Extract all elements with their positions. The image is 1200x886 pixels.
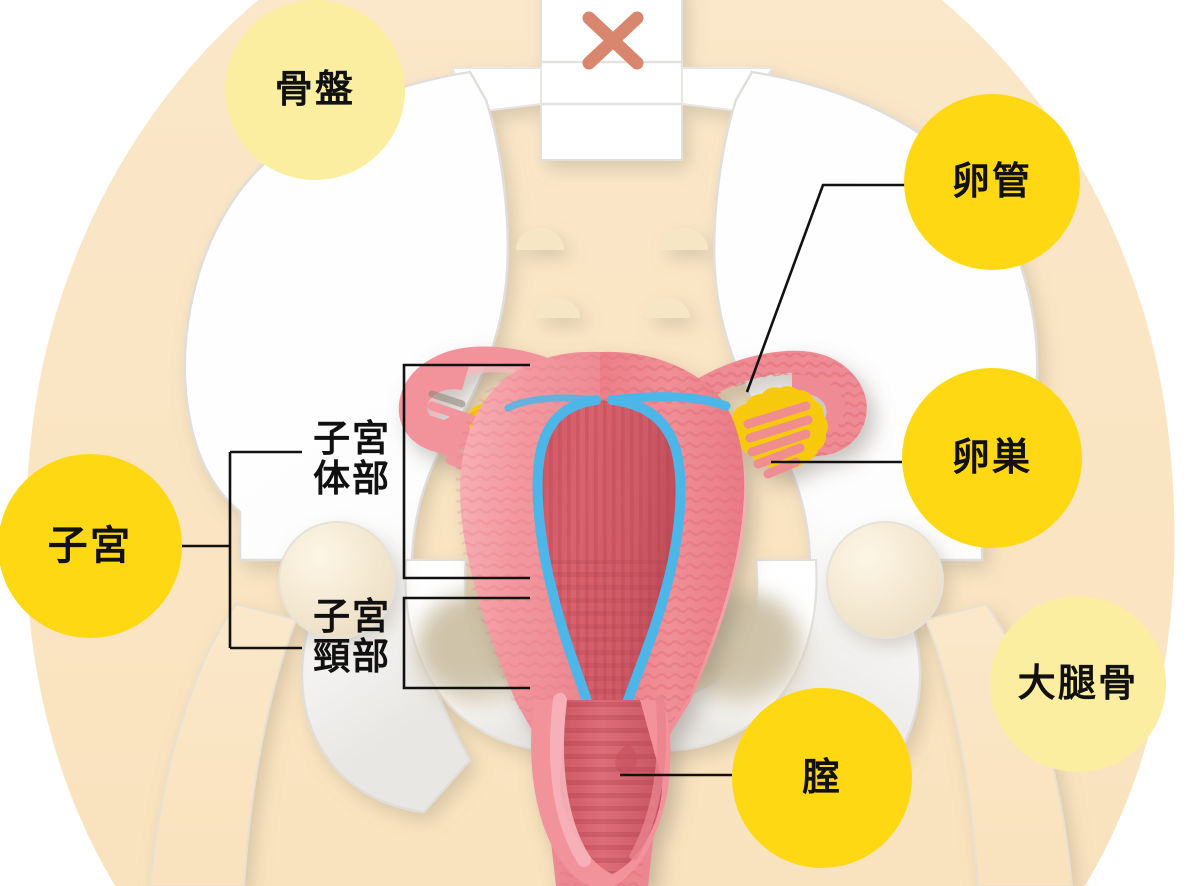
label-uterine-body: 子宮 体部 — [304, 419, 400, 499]
ovary-right — [730, 386, 828, 479]
label-uterine-body-line1: 子宮 — [313, 418, 391, 459]
callout-vagina[interactable]: 腟 — [732, 688, 912, 868]
label-cervix: 子宮 頸部 — [304, 597, 400, 677]
label-cervix-line2: 頸部 — [313, 635, 391, 677]
callout-femur[interactable]: 大腿骨 — [990, 596, 1166, 772]
callout-femur-label: 大腿骨 — [1017, 663, 1139, 705]
endometrium-lining — [532, 395, 686, 747]
callout-uterus[interactable]: 子宮 — [0, 454, 182, 638]
bracket-uterine-body — [402, 363, 530, 580]
callout-pelvis-label: 骨盤 — [274, 69, 356, 111]
callout-pelvis[interactable]: 骨盤 — [225, 0, 405, 180]
callout-fallopian-tube[interactable]: 卵管 — [904, 94, 1080, 270]
label-uterine-body-line2: 体部 — [313, 457, 391, 499]
callout-ovary[interactable]: 卵巣 — [902, 368, 1082, 548]
leader-lines — [178, 183, 906, 777]
leader-fallopian-tube — [745, 183, 906, 393]
callout-vagina-label: 腟 — [801, 757, 843, 799]
callout-uterus-label: 子宮 — [47, 524, 133, 568]
callout-fallopian-tube-label: 卵管 — [951, 161, 1033, 203]
label-cervix-line1: 子宮 — [313, 596, 391, 637]
spine-x-marker — [582, 11, 644, 70]
bracket-cervix — [402, 596, 530, 690]
callout-ovary-label: 卵巣 — [951, 437, 1033, 479]
